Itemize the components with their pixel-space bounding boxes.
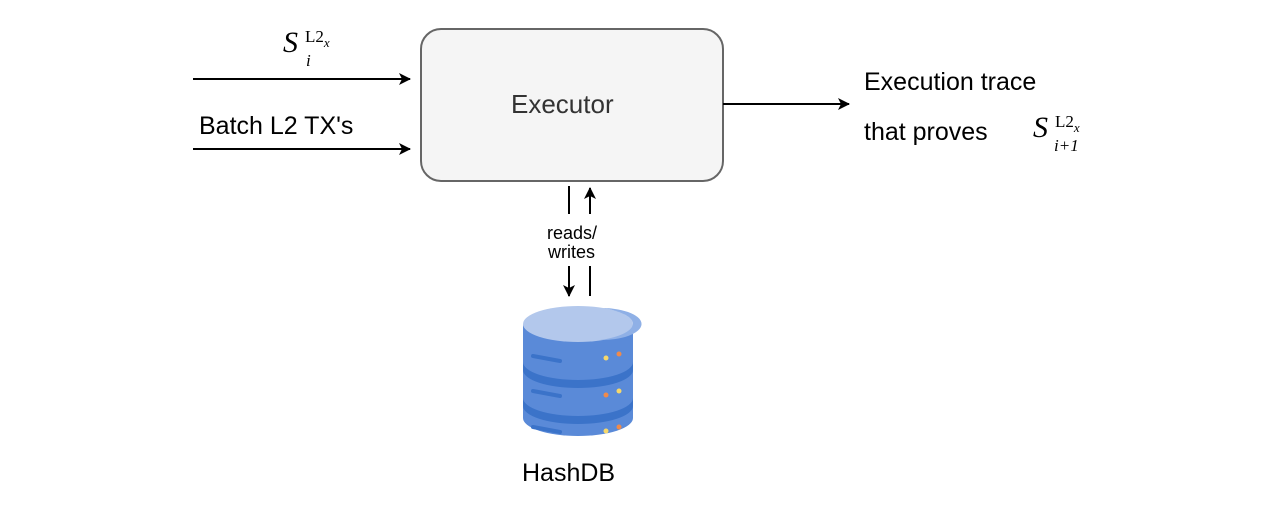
- sup-text: L2: [305, 27, 324, 46]
- output-label-line1: Execution trace: [864, 68, 1037, 96]
- state-superscript: L2x: [305, 22, 330, 53]
- batch-input-label: Batch L2 TX's: [199, 112, 354, 140]
- reads-writes-label-line2: writes: [548, 242, 596, 262]
- sup-sub-text: x: [1073, 120, 1080, 135]
- state-symbol: S: [283, 26, 298, 59]
- database-icon: [523, 306, 642, 436]
- state-input-label: S L2x i: [283, 26, 330, 70]
- state-symbol: S: [1033, 111, 1048, 144]
- reads-writes-label-line1: reads/: [547, 223, 598, 243]
- state-output-label: S L2x i+1: [1033, 111, 1080, 155]
- output-label-line2: that proves: [864, 118, 988, 146]
- state-subscript: i: [306, 51, 311, 70]
- executor-label: Executor: [511, 89, 614, 119]
- sup-sub-text: x: [323, 35, 330, 50]
- hashdb-label: HashDB: [522, 459, 616, 487]
- state-subscript: i+1: [1054, 136, 1079, 155]
- state-superscript: L2x: [1055, 107, 1080, 138]
- sup-text: L2: [1055, 112, 1074, 131]
